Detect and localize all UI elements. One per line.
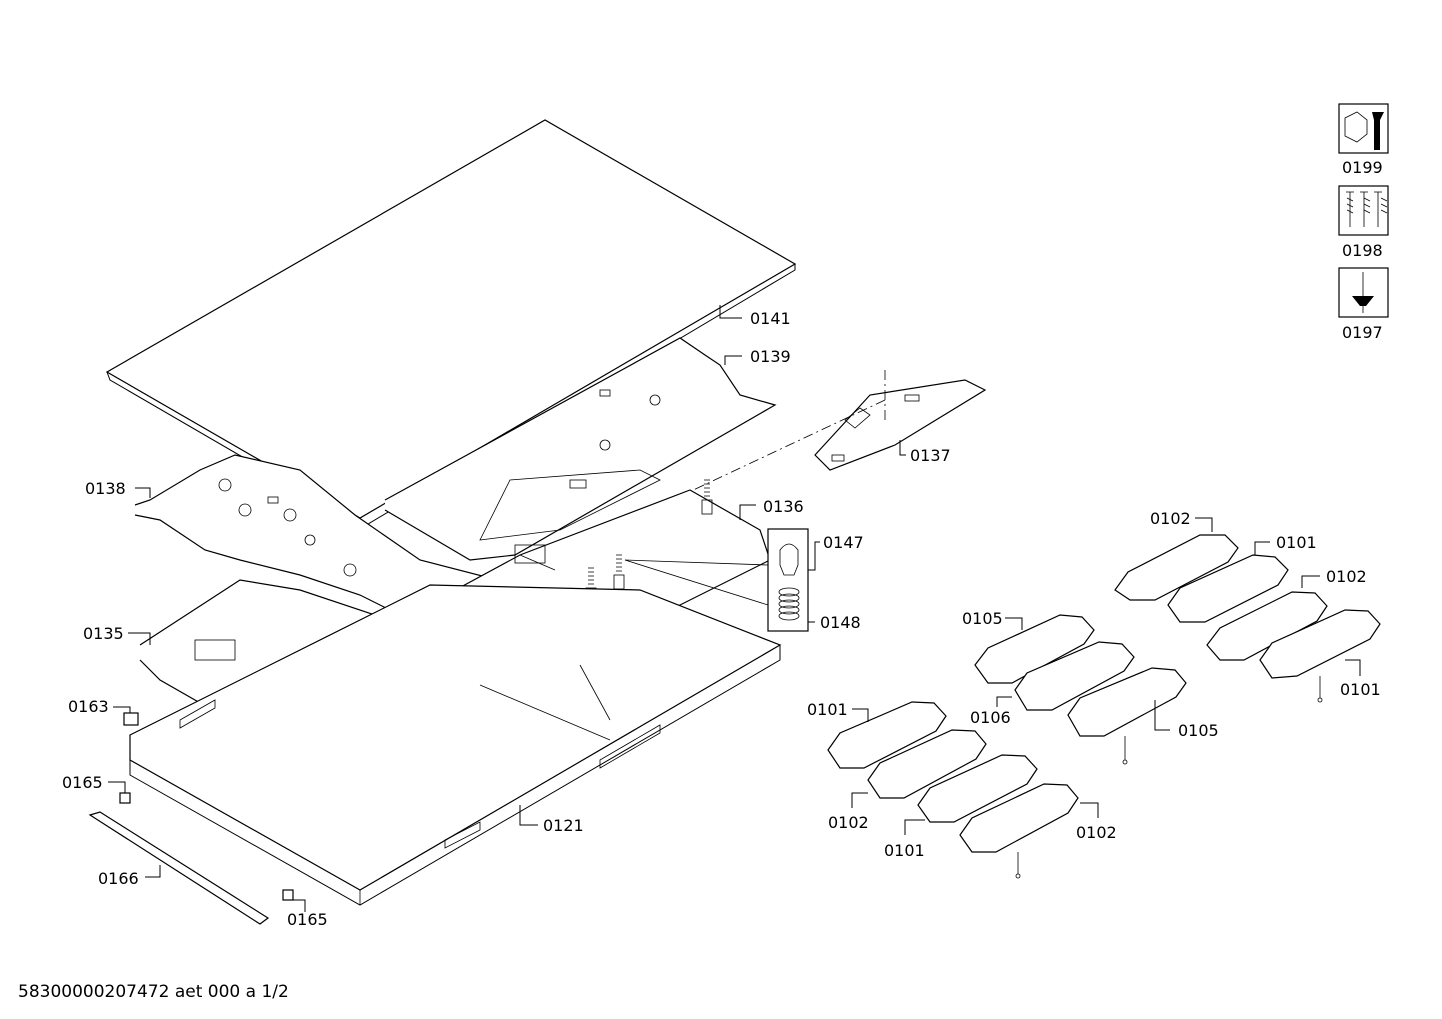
label-0197: 0197 bbox=[1342, 323, 1383, 342]
label-0165-b: 0165 bbox=[287, 910, 328, 929]
detail-box-0147-0148 bbox=[624, 528, 809, 632]
label-0105-a: 0105 bbox=[962, 609, 1003, 628]
label-0166: 0166 bbox=[98, 869, 139, 888]
label-0102-b: 0102 bbox=[1326, 567, 1367, 586]
label-0135: 0135 bbox=[83, 624, 124, 643]
clip-0163 bbox=[123, 712, 139, 726]
coil-group-right bbox=[1114, 534, 1381, 703]
label-0137: 0137 bbox=[910, 446, 951, 465]
foot-0165-a bbox=[119, 792, 131, 804]
spring-top bbox=[701, 479, 713, 515]
label-0199: 0199 bbox=[1342, 158, 1383, 177]
label-0136: 0136 bbox=[763, 497, 804, 516]
label-0106: 0106 bbox=[970, 708, 1011, 727]
base-housing-0121 bbox=[129, 584, 782, 906]
label-0105-b: 0105 bbox=[1178, 721, 1219, 740]
label-0102-c: 0102 bbox=[828, 813, 869, 832]
document-footer: 58300000207472 aet 000 a 1/2 bbox=[18, 982, 289, 1002]
label-0147: 0147 bbox=[823, 533, 864, 552]
leader-lines bbox=[108, 305, 1361, 912]
label-0121: 0121 bbox=[543, 816, 584, 835]
service-icon-0197: 0197 bbox=[1338, 267, 1389, 342]
rail-0166 bbox=[88, 811, 270, 925]
label-0163: 0163 bbox=[68, 697, 109, 716]
insulation-sheet-0139 bbox=[384, 337, 777, 561]
part-labels: 0141 0139 0137 0138 0136 0147 0148 0135 … bbox=[62, 309, 1381, 929]
coil-group-middle bbox=[974, 614, 1187, 765]
label-0102-a: 0102 bbox=[1150, 509, 1191, 528]
service-icon-0199: 0199 bbox=[1338, 103, 1389, 177]
coil-group-left bbox=[827, 701, 1079, 879]
label-0148: 0148 bbox=[820, 613, 861, 632]
label-0139: 0139 bbox=[750, 347, 791, 366]
label-0101-a: 0101 bbox=[1276, 533, 1317, 552]
label-0138: 0138 bbox=[85, 479, 126, 498]
label-0101-b: 0101 bbox=[1340, 680, 1381, 699]
label-0101-c: 0101 bbox=[807, 700, 848, 719]
label-0165-a: 0165 bbox=[62, 773, 103, 792]
bracket-0137 bbox=[814, 379, 987, 471]
service-icon-0198: 0198 bbox=[1338, 185, 1389, 260]
foot-0165-b bbox=[282, 889, 294, 901]
label-0101-d: 0101 bbox=[884, 841, 925, 860]
label-0141: 0141 bbox=[750, 309, 791, 328]
label-0102-d: 0102 bbox=[1076, 823, 1117, 842]
label-0198: 0198 bbox=[1342, 241, 1383, 260]
